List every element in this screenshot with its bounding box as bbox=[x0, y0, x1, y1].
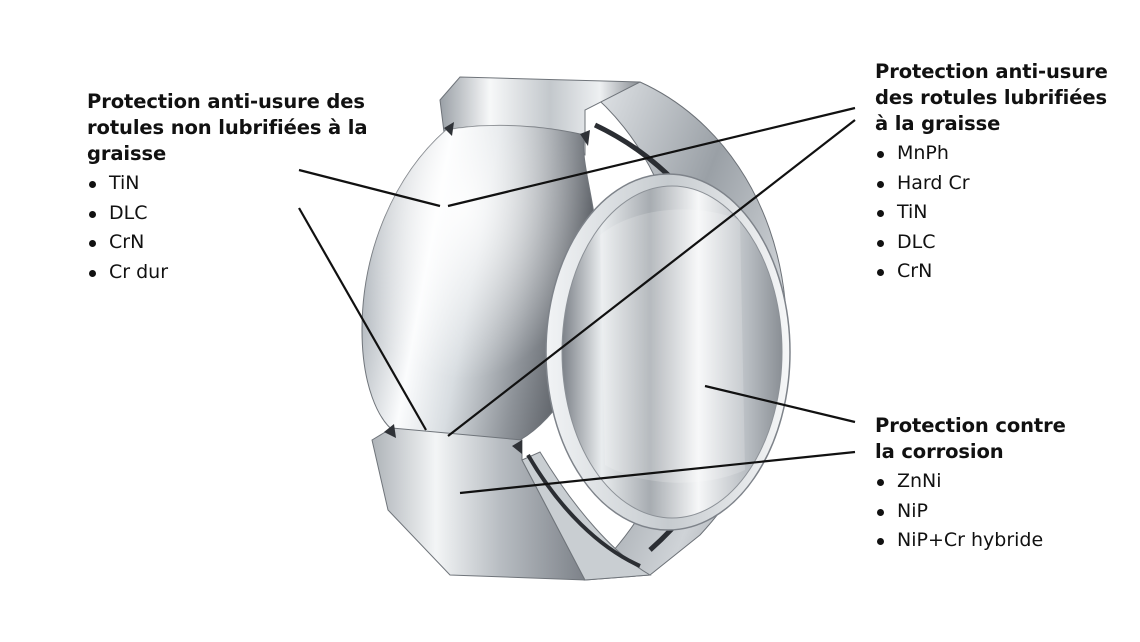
list-item: MnPh bbox=[875, 139, 1108, 169]
list-item: Hard Cr bbox=[875, 169, 1108, 199]
list-item: DLC bbox=[87, 199, 367, 229]
list-item: NiP bbox=[875, 497, 1066, 527]
leader-right-bottom-to-ring bbox=[459, 450, 856, 495]
seal-marker-bottom-left bbox=[384, 424, 396, 438]
coating-list: TiN DLC CrN Cr dur bbox=[87, 169, 367, 287]
leader-lines bbox=[298, 106, 856, 495]
list-item: NiP+Cr hybride bbox=[875, 526, 1066, 556]
list-item: TiN bbox=[87, 169, 367, 199]
label-corrosion-protection: Protection contre la corrosion ZnNi NiP … bbox=[875, 413, 1066, 556]
seal-marker-top-right bbox=[580, 130, 590, 146]
bore-shadow bbox=[600, 209, 745, 483]
label-title: Protection anti-usure des rotules lubrif… bbox=[875, 59, 1108, 137]
seal-marker-top-left bbox=[444, 122, 454, 136]
list-item: CrN bbox=[87, 228, 367, 258]
leader-right-top-to-sphere bbox=[447, 106, 856, 208]
bottom-seal bbox=[526, 453, 641, 568]
leader-right-bottom-to-bore bbox=[704, 384, 856, 424]
title-line: rotules non lubrifiées à la bbox=[87, 116, 368, 139]
leader-left-to-lower-sphere bbox=[298, 207, 427, 431]
leader-left-to-sphere bbox=[298, 168, 441, 208]
list-item: TiN bbox=[875, 198, 1108, 228]
title-line: graisse bbox=[87, 142, 167, 165]
label-lubricated-wear: Protection anti-usure des rotules lubrif… bbox=[875, 59, 1108, 287]
coating-list: ZnNi NiP NiP+Cr hybride bbox=[875, 467, 1066, 556]
list-item: ZnNi bbox=[875, 467, 1066, 497]
list-item: Cr dur bbox=[87, 258, 367, 288]
label-title: Protection anti-usure des rotules non lu… bbox=[87, 89, 368, 167]
title-line: des rotules lubrifiées bbox=[875, 86, 1107, 109]
leader-right-top-to-bore bbox=[447, 119, 856, 437]
bore-inner bbox=[561, 185, 783, 519]
label-title: Protection contre la corrosion bbox=[875, 413, 1066, 465]
seal-marker-bottom-right bbox=[512, 440, 522, 454]
label-non-lubricated-wear: Protection anti-usure des rotules non lu… bbox=[87, 89, 368, 287]
title-line: Protection contre bbox=[875, 414, 1066, 437]
title-line: Protection anti-usure bbox=[875, 60, 1108, 83]
title-line: à la graisse bbox=[875, 112, 1001, 135]
list-item: DLC bbox=[875, 228, 1108, 258]
title-line: Protection anti-usure des bbox=[87, 90, 365, 113]
coating-list: MnPh Hard Cr TiN DLC CrN bbox=[875, 139, 1108, 287]
title-line: la corrosion bbox=[875, 440, 1004, 463]
list-item: CrN bbox=[875, 257, 1108, 287]
